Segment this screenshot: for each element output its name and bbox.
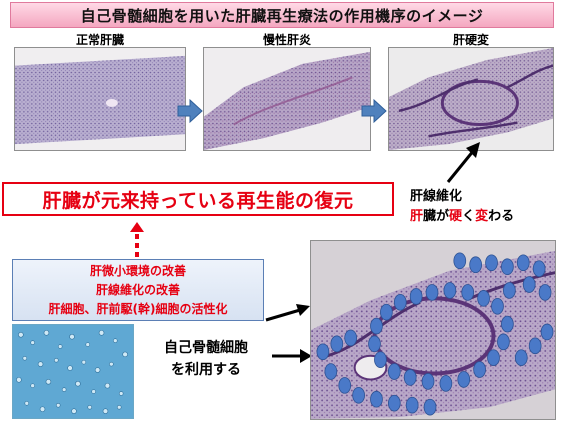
- fibrosis-note: 肝線維化 肝臓が硬く変わる: [410, 187, 514, 227]
- chronic-hepatitis-image: [203, 47, 371, 151]
- liver-hardens-label: 肝臓が硬く変わる: [410, 209, 515, 224]
- bone-marrow-label-line2: を利用する: [171, 362, 241, 378]
- regeneration-claim-box: 肝臓が元来持っている再生能の復元: [2, 182, 394, 216]
- pointer-arrow-icon: [272, 349, 312, 363]
- title-banner: 自己骨髄細胞を用いた肝臓再生療法の作用機序のイメージ: [10, 2, 554, 28]
- stage-label-chronic-hepatitis: 慢性肝炎: [262, 33, 311, 47]
- stage-label-normal: 正常肝臓: [75, 33, 124, 47]
- bone-marrow-cells-image: [12, 324, 134, 419]
- cirrhosis-with-cells-image: [310, 240, 556, 420]
- progress-arrow-icon: [177, 98, 203, 124]
- mechanism-microenvironment: 肝微小環境の改善: [89, 263, 186, 278]
- progress-arrow-icon: [361, 98, 387, 124]
- mechanism-box: 肝微小環境の改善 肝線維化の改善 肝細胞、肝前駆(幹)細胞の活性化: [12, 259, 264, 321]
- bone-marrow-label: 自己骨髄細胞 を利用する: [142, 337, 270, 381]
- normal-liver-image: [14, 47, 186, 151]
- mechanism-fibrosis: 肝線維化の改善: [95, 282, 180, 297]
- mechanism-cell-activation: 肝細胞、肝前駆(幹)細胞の活性化: [48, 301, 228, 316]
- fibrosis-pointer-arrow-icon: [446, 142, 480, 183]
- dashed-up-arrow-icon: [130, 222, 144, 258]
- cirrhosis-image: [388, 47, 554, 151]
- bone-marrow-label-line1: 自己骨髄細胞: [164, 340, 248, 356]
- regeneration-claim: 肝臓が元来持っている再生能の復元: [42, 189, 354, 212]
- fibrosis-label: 肝線維化: [410, 189, 463, 204]
- stage-label-cirrhosis: 肝硬変: [452, 33, 489, 47]
- page-title: 自己骨髄細胞を用いた肝臓再生療法の作用機序のイメージ: [80, 6, 484, 25]
- pointer-arrow-icon: [265, 304, 310, 322]
